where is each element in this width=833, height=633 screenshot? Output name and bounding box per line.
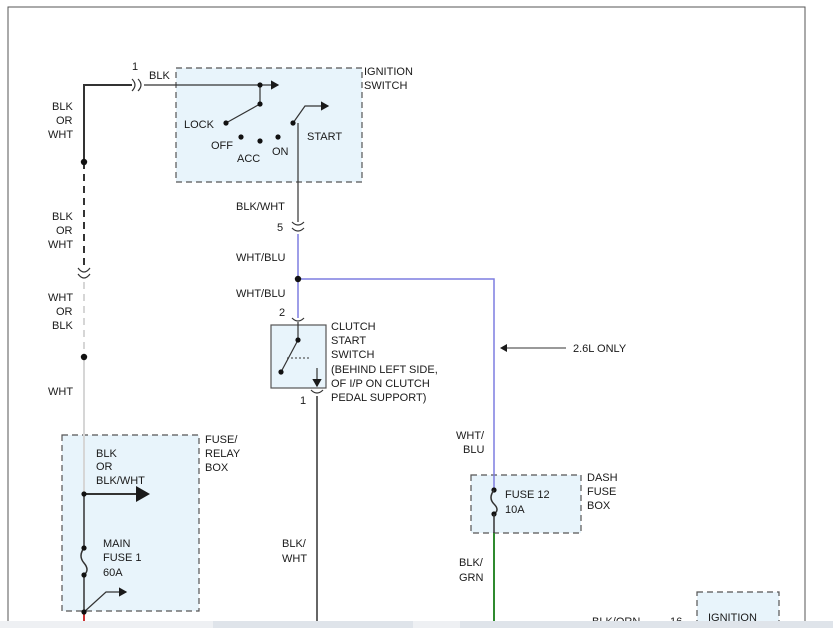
fuse-contact bbox=[81, 545, 87, 551]
clutch-switch-label: (BEHIND LEFT SIDE, bbox=[331, 364, 438, 376]
left-wire-label: BLK bbox=[52, 101, 73, 113]
clutch-contact bbox=[278, 369, 284, 375]
left-wire-label: OR bbox=[56, 225, 73, 237]
switch-contact bbox=[257, 101, 263, 107]
fuse-contact bbox=[81, 609, 87, 615]
fuse-contact bbox=[81, 572, 87, 578]
fuse-relay-box-title: FUSE/ bbox=[205, 434, 238, 446]
blkwht-wire-label: BLK/ bbox=[282, 538, 307, 550]
left-wire-label: BLK bbox=[52, 211, 73, 223]
clutch-switch-label: PEDAL SUPPORT) bbox=[331, 392, 426, 404]
splice-dot bbox=[80, 158, 88, 166]
blk-wire-label: BLK bbox=[149, 70, 170, 82]
start-contact-dot bbox=[290, 120, 296, 126]
left-wire-label: WHT bbox=[48, 292, 73, 304]
wire-whtblu-branch bbox=[298, 278, 495, 490]
blkwht-wire-label: BLK/WHT bbox=[236, 201, 285, 213]
clutch-blade bbox=[280, 339, 299, 373]
variant-note: 2.6L ONLY bbox=[573, 343, 627, 355]
viewer-strip-segment bbox=[460, 621, 833, 628]
splice-dot bbox=[80, 353, 88, 361]
fusebox-wire-label: OR bbox=[96, 461, 113, 473]
splice-dot bbox=[81, 491, 87, 497]
dash-fuse-box-title: FUSE bbox=[587, 486, 616, 498]
clutch-switch-label: START bbox=[331, 335, 366, 347]
connector-2 bbox=[291, 317, 305, 322]
viewer-strip-segment bbox=[213, 621, 413, 628]
left-wire-label: OR bbox=[56, 115, 73, 127]
acc-label: ACC bbox=[237, 153, 260, 165]
ignition-switch-title: SWITCH bbox=[364, 80, 407, 92]
clutch-contact bbox=[295, 337, 301, 343]
acc-contact bbox=[257, 138, 263, 144]
wire-left-solid bbox=[83, 84, 132, 162]
dash-fuse-box bbox=[470, 474, 582, 534]
switch-contact bbox=[257, 82, 263, 88]
clutch-switch-label: SWITCH bbox=[331, 349, 374, 361]
main-fuse-label: 60A bbox=[103, 567, 123, 579]
on-label: ON bbox=[272, 146, 289, 158]
fuse-relay-box bbox=[61, 434, 200, 612]
fusebox-wire-label: BLK/WHT bbox=[96, 475, 145, 487]
connector-1 bbox=[131, 78, 142, 92]
off-contact bbox=[238, 134, 244, 140]
wire-fuse-out-arrow bbox=[83, 587, 128, 613]
blkwht-wire-label: WHT bbox=[282, 553, 307, 565]
viewer-bottom-strip bbox=[0, 621, 833, 628]
fuse-12-label: FUSE 12 bbox=[505, 489, 550, 501]
main-fuse-label: MAIN bbox=[103, 538, 131, 550]
left-wire-label: OR bbox=[56, 306, 73, 318]
fusebox-wire-label: BLK bbox=[96, 448, 117, 460]
fuse-relay-box-title: BOX bbox=[205, 462, 229, 474]
off-label: OFF bbox=[211, 140, 233, 152]
whtblu-wire-label: WHT/BLU bbox=[236, 252, 286, 264]
blkgrn-wire-label: GRN bbox=[459, 572, 484, 584]
left-wire-label: WHT bbox=[48, 386, 73, 398]
fuse-12-symbol bbox=[490, 489, 498, 515]
main-fuse-symbol bbox=[80, 547, 88, 576]
main-fuse-label: FUSE 1 bbox=[103, 552, 142, 564]
splice-dot bbox=[294, 275, 302, 283]
pin-5-label: 5 bbox=[277, 222, 283, 234]
blkgrn-wire-label: BLK/ bbox=[459, 557, 484, 569]
connector-5 bbox=[291, 221, 305, 232]
ignition-switch-box bbox=[175, 67, 363, 183]
lock-contact bbox=[223, 120, 229, 126]
ignition-switch-title: IGNITION bbox=[364, 66, 413, 78]
left-wire-label: BLK bbox=[52, 320, 73, 332]
pin-1-label: 1 bbox=[132, 61, 138, 73]
pin-1b-label: 1 bbox=[300, 395, 306, 407]
dash-fuse-box-title: BOX bbox=[587, 500, 611, 512]
whtblu-wire-label: WHT/BLU bbox=[236, 288, 286, 300]
clutch-switch-label: CLUTCH bbox=[331, 321, 376, 333]
connector-1b bbox=[310, 389, 324, 394]
lock-label: LOCK bbox=[184, 119, 215, 131]
connector-left bbox=[77, 267, 91, 279]
switch-blade bbox=[225, 103, 261, 124]
fuse-relay-box-title: RELAY bbox=[205, 448, 241, 460]
start-contact bbox=[292, 101, 330, 124]
left-wire-label: WHT bbox=[48, 239, 73, 251]
on-contact bbox=[275, 134, 281, 140]
clutch-switch-label: OF I/P ON CLUTCH bbox=[331, 378, 430, 390]
whtblu-wire-label: WHT/ bbox=[456, 430, 485, 442]
fuse-12-label: 10A bbox=[505, 504, 525, 516]
dash-fuse-box-title: DASH bbox=[587, 472, 618, 484]
diagram-frame bbox=[7, 6, 806, 633]
left-wire-label: WHT bbox=[48, 129, 73, 141]
start-label: START bbox=[307, 131, 342, 143]
pin-2-label: 2 bbox=[279, 307, 285, 319]
whtblu-wire-label: BLU bbox=[463, 444, 484, 456]
